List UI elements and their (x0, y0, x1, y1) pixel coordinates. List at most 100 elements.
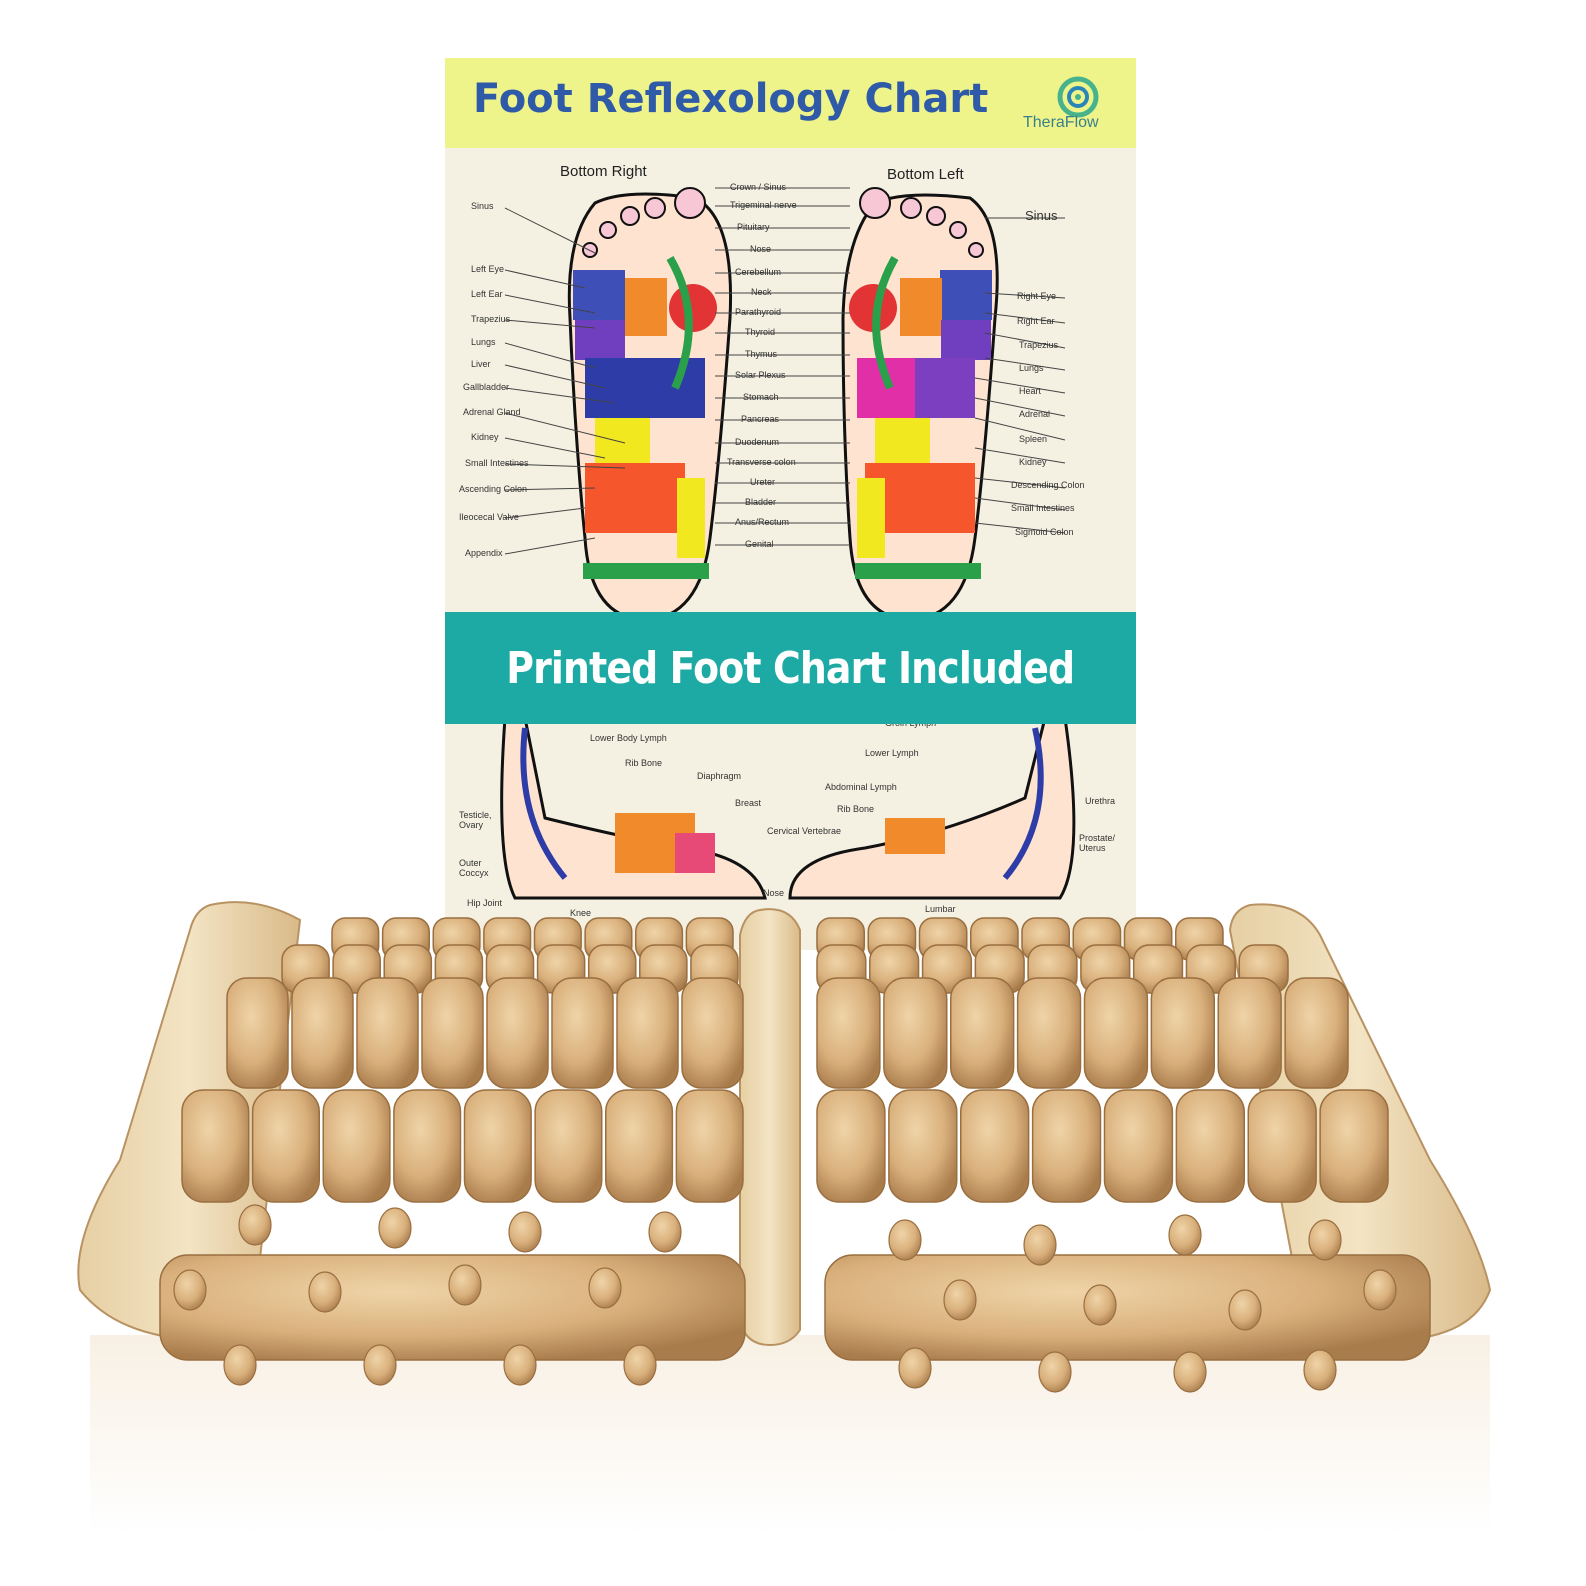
roller-segment (421, 977, 484, 1089)
label-thyroid: Thyroid (745, 327, 776, 337)
roller-segment (226, 977, 289, 1089)
roller-segment (534, 1089, 603, 1203)
bottom-right-label: Bottom Right (560, 163, 647, 180)
roller-segment (1083, 977, 1149, 1089)
massage-knob (888, 1219, 922, 1261)
massage-knob (898, 1347, 932, 1389)
roller-segment (616, 977, 679, 1089)
roller-segment (816, 1089, 886, 1203)
massage-knob (943, 1279, 977, 1321)
left-sole-illustration (841, 187, 999, 622)
label-outer-coccyx: Outer Coccyx (459, 858, 489, 878)
massage-knob (378, 1207, 412, 1249)
label-left-eye: Left Eye (471, 264, 505, 274)
roller-segment (605, 1089, 674, 1203)
label-left-ear: Left Ear (471, 289, 503, 299)
label-thymus: Thymus (745, 349, 778, 359)
bottom-left-label: Bottom Left (887, 166, 964, 183)
label-diaphragm: Diaphragm (697, 771, 742, 781)
roller-segment (1284, 977, 1349, 1089)
label-cerebellum: Cerebellum (735, 267, 782, 277)
roller-segment (551, 977, 614, 1089)
roller-segment (888, 1089, 958, 1203)
massage-knob (503, 1344, 537, 1386)
label-prostate-uterus: Prostate/ Uterus (1079, 833, 1116, 853)
massage-knob (648, 1211, 682, 1253)
massage-knob (1303, 1349, 1337, 1391)
center-frame (739, 908, 801, 1347)
label-small-intestines-l: Small Intestines (1011, 503, 1075, 513)
roller-segment (681, 977, 744, 1089)
massage-knob (173, 1269, 207, 1311)
massage-knob (1228, 1289, 1262, 1331)
label-lower-lymph: Lower Lymph (865, 748, 919, 758)
side-feet-illustration (500, 716, 1076, 900)
roller-segment (486, 977, 549, 1089)
reflexology-chart-card: Foot Reflexology Chart TheraFlow Bottom … (445, 58, 1136, 950)
brand-name: TheraFlow (1023, 114, 1099, 131)
roller-segment (463, 1089, 532, 1203)
label-transverse-colon: Transverse colon (727, 457, 796, 467)
label-cervical-vertebrae: Cervical Vertebrae (767, 826, 842, 836)
label-rib-bone-r: Rib Bone (837, 804, 875, 814)
front-roller-left (159, 1254, 746, 1361)
label-abdominal-lymph: Abdominal Lymph (825, 782, 897, 792)
roller-segment (251, 1089, 320, 1203)
roller-segment (181, 1089, 250, 1203)
label-rib-bone-l: Rib Bone (625, 758, 663, 768)
label-sigmoid-colon: Sigmoid Colon (1015, 527, 1074, 537)
massage-knob (1023, 1224, 1057, 1266)
massage-knob (1308, 1219, 1342, 1261)
label-kidney-r: Kidney (471, 432, 499, 442)
roller-segment (1319, 1089, 1389, 1203)
included-banner: Printed Foot Chart Included (445, 612, 1136, 724)
label-parathyroid: Parathyroid (735, 307, 782, 317)
massage-knob (308, 1271, 342, 1313)
label-crown-sinus: Crown / Sinus (730, 182, 787, 192)
label-genital: Genital (745, 539, 774, 549)
label-right-ear: Right Ear (1017, 316, 1055, 326)
roller-segment (960, 1089, 1030, 1203)
roller-segment (1175, 1089, 1245, 1203)
label-gallbladder: Gallbladder (463, 382, 510, 392)
label-trigeminal-nerve: Trigeminal nerve (730, 200, 797, 210)
chart-header: Foot Reflexology Chart TheraFlow (445, 58, 1136, 148)
massage-knob (363, 1344, 397, 1386)
feet-diagram (500, 187, 1076, 900)
label-nose-side: Nose (763, 888, 785, 898)
label-trapezius-r: Trapezius (471, 314, 511, 324)
label-ileocecal-valve: Ileocecal Valve (459, 512, 519, 522)
label-appendix: Appendix (465, 548, 503, 558)
label-sinus-r: Sinus (471, 201, 494, 211)
roller-segment (1031, 1089, 1102, 1203)
roller-segment (950, 977, 1015, 1089)
roller-segment (1103, 1089, 1174, 1203)
roller-segment (1217, 977, 1282, 1089)
label-testicle-ovary: Testicle, Ovary (459, 810, 492, 830)
label-lumbar: Lumbar (925, 904, 956, 914)
label-urethra: Urethra (1085, 796, 1116, 806)
roller-segment (675, 1089, 744, 1203)
roller-reflection (90, 1335, 1490, 1535)
roller-rows (159, 917, 1431, 1393)
label-spleen: Spleen (1019, 434, 1048, 444)
roller-segment (322, 1089, 391, 1203)
label-heart: Heart (1019, 386, 1042, 396)
front-roller-right (824, 1254, 1431, 1361)
roller-segment (816, 977, 881, 1089)
label-ascending-colon: Ascending Colon (459, 484, 528, 494)
leader-lines (504, 187, 1066, 555)
label-neck: Neck (751, 287, 772, 297)
label-descending-colon: Descending Colon (1011, 480, 1085, 490)
massage-knob (223, 1344, 257, 1386)
label-liver: Liver (471, 359, 491, 369)
label-ureter: Ureter (750, 477, 776, 487)
label-nose: Nose (750, 244, 772, 254)
massage-knob (1173, 1351, 1207, 1393)
massage-knob (1363, 1269, 1397, 1311)
chart-title: Foot Reflexology Chart (473, 76, 989, 122)
label-kidney-l: Kidney (1019, 457, 1047, 467)
massage-knob (1038, 1351, 1072, 1393)
label-stomach: Stomach (743, 392, 779, 402)
